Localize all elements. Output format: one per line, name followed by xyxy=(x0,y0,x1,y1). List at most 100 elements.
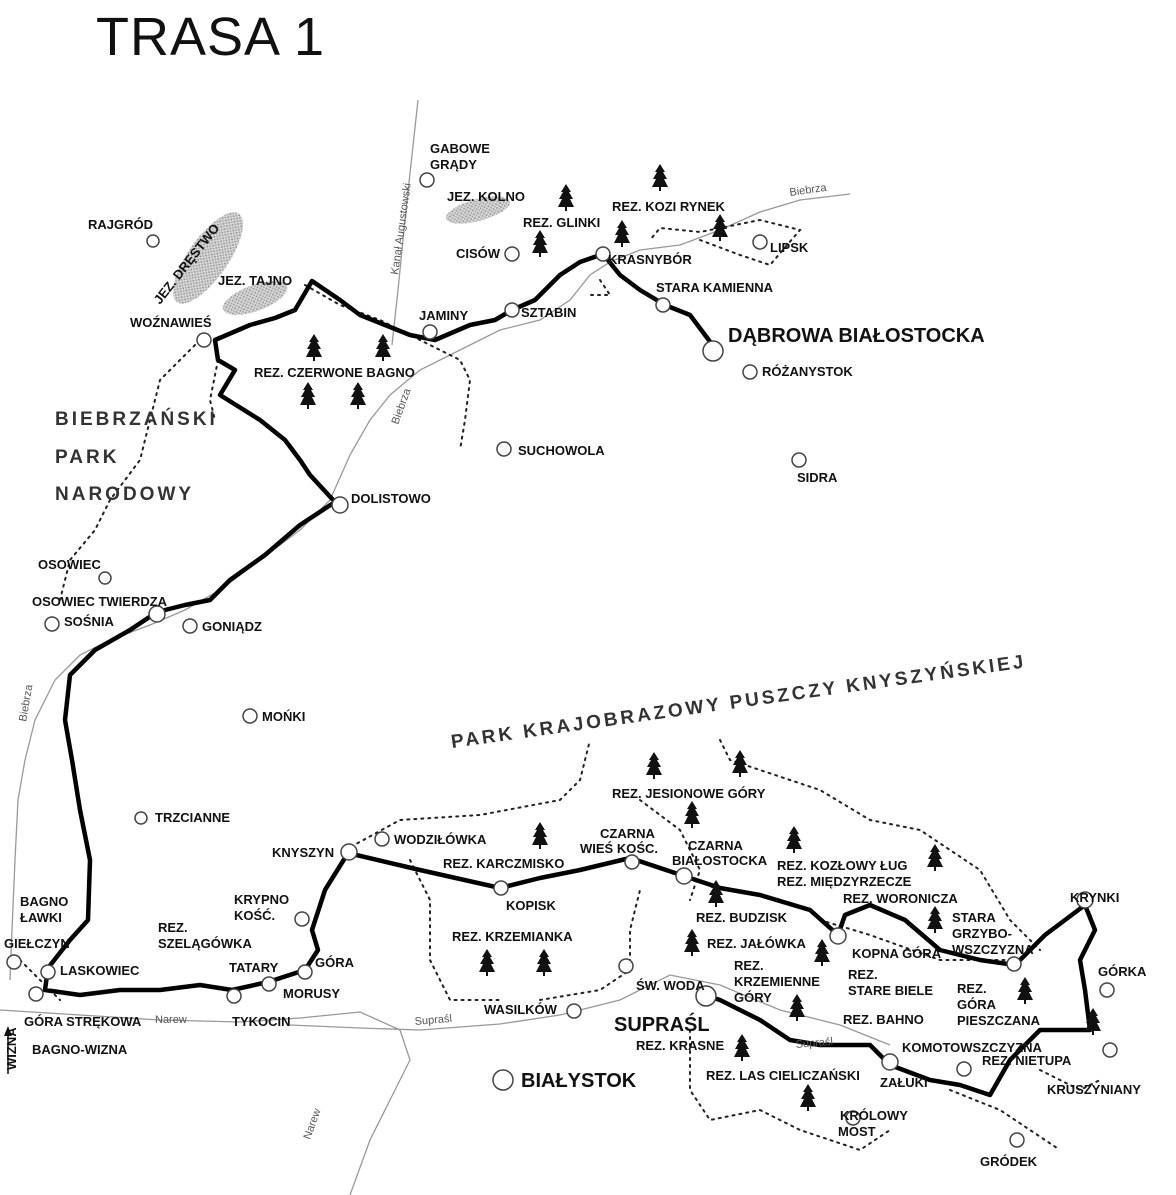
town-marker xyxy=(881,1053,899,1071)
label-bagno-lawki-2: ŁAWKI xyxy=(20,910,62,925)
label-czarna-bial-1: CZARNA xyxy=(688,838,743,853)
tree-icon xyxy=(375,334,391,361)
town-marker xyxy=(655,297,671,313)
town-marker xyxy=(226,988,242,1004)
arrow-up-icon xyxy=(4,1026,12,1074)
tree-icon xyxy=(652,164,668,191)
town-marker xyxy=(504,246,520,262)
label-krolowy-2: MOST xyxy=(838,1124,876,1139)
label-monki: MOŃKI xyxy=(262,709,305,724)
label-biebrza-ne: Biebrza xyxy=(789,182,828,199)
label-rez-nietupa: REZ. NIETUPA xyxy=(982,1053,1072,1068)
town-marker xyxy=(1006,956,1022,972)
canal-augustowski xyxy=(391,99,419,346)
tree-icon xyxy=(614,220,630,247)
label-krypno-1: KRYPNO xyxy=(234,892,289,907)
town-marker xyxy=(1076,891,1094,909)
map-title: TRASA 1 xyxy=(96,7,326,67)
label-rez-budzisk: REZ. BUDZISK xyxy=(696,910,788,925)
place-labels: GABOWE GRĄDY RAJGRÓD REZ. GLINKI REZ. KO… xyxy=(4,141,1147,1169)
town-marker xyxy=(1099,982,1115,998)
label-czarna-bial-2: BIAŁOSTOCKA xyxy=(672,853,768,868)
label-lake-kolno: JEZ. KOLNO xyxy=(447,189,525,204)
tree-icon xyxy=(732,750,748,777)
label-sztabin: SZTABIN xyxy=(521,305,576,320)
label-cisow: CISÓW xyxy=(456,246,501,261)
label-sw-woda: ŚW. WODA xyxy=(636,978,705,993)
label-lipsk: LIPSK xyxy=(770,240,809,255)
label-jaminy: JAMINY xyxy=(419,308,468,323)
park-borders xyxy=(19,218,1101,1152)
tree-icon xyxy=(300,382,316,409)
label-stara-grzyb-2: GRZYBO- xyxy=(952,926,1012,941)
town-marker xyxy=(134,811,148,825)
town-marker xyxy=(40,964,56,980)
label-knyszyn: KNYSZYN xyxy=(272,845,334,860)
town-marker xyxy=(595,246,611,262)
town-marker xyxy=(6,954,22,970)
label-wasilkow: WASILKÓW xyxy=(484,1002,558,1017)
label-trzcianne: TRZCIANNE xyxy=(155,810,230,825)
town-marker xyxy=(242,708,258,724)
label-stara-kamienna: STARA KAMIENNA xyxy=(656,280,774,295)
town-marker xyxy=(492,1069,514,1091)
label-gora: GÓRA xyxy=(315,955,355,970)
label-gabowe-1: GABOWE xyxy=(430,141,490,156)
label-rez-woronicza: REZ. WORONICZA xyxy=(843,891,958,906)
town-marker xyxy=(374,831,390,847)
lake-kolno xyxy=(445,196,511,224)
town-marker xyxy=(1009,1132,1025,1148)
tree-icon xyxy=(927,906,943,933)
label-woznawies: WOŹNAWIEŚ xyxy=(130,315,212,330)
park-label-knyszyn: PARK KRAJOBRAZOWY PUSZCZY KNYSZYŃSKIEJ xyxy=(450,650,1028,753)
town-marker xyxy=(702,340,724,362)
label-kanal: Kanał Augustowski xyxy=(389,182,414,275)
town-marker xyxy=(340,843,358,861)
label-rez-krzem-3: GÓRY xyxy=(734,990,772,1005)
label-rez-las: REZ. LAS CIELICZAŃSKI xyxy=(706,1068,860,1083)
tree-icon xyxy=(789,994,805,1021)
town-marker xyxy=(148,605,166,623)
town-marker xyxy=(829,927,847,945)
label-rez-krzem-1: REZ. xyxy=(734,958,764,973)
lake-tajno xyxy=(222,281,288,315)
park-label-biebrza-2: PARK xyxy=(55,447,119,468)
label-bialystok: BIAŁYSTOK xyxy=(521,1070,637,1092)
town-marker xyxy=(493,880,509,896)
label-rez-stare-2: STARE BIELE xyxy=(848,983,933,998)
label-bagno-wizna: BAGNO-WIZNA xyxy=(32,1042,128,1057)
town-marker xyxy=(1102,1042,1118,1058)
label-tatary: TATARY xyxy=(229,960,279,975)
town-marker xyxy=(496,441,512,457)
town-marker xyxy=(196,332,212,348)
town-marker xyxy=(261,976,277,992)
label-suprasl: SUPRAŚL xyxy=(614,1012,710,1036)
label-komotowszczyzna: KOMOTOWSZCZYZNA xyxy=(902,1040,1042,1055)
label-rez-bahno: REZ. BAHNO xyxy=(843,1012,924,1027)
tree-icon xyxy=(684,801,700,828)
tree-icon xyxy=(927,844,943,871)
label-rez-krzem-2: KRZEMIENNE xyxy=(734,974,820,989)
label-narew-w: Narew xyxy=(155,1014,187,1026)
town-marker xyxy=(182,618,198,634)
label-narew-s: Narew xyxy=(302,1107,324,1141)
label-rez-karczmisko: REZ. KARCZMISKO xyxy=(443,856,564,871)
label-rez-glinki: REZ. GLINKI xyxy=(523,215,600,230)
label-gora-strekowa: GÓRA STRĘKOWA xyxy=(24,1014,142,1029)
town-marker xyxy=(419,172,435,188)
label-gabowe-2: GRĄDY xyxy=(430,157,477,172)
town-marker xyxy=(956,1061,972,1077)
route-line xyxy=(42,251,1098,1098)
label-gielczyn: GIEŁCZYN xyxy=(4,936,70,951)
label-rez-jalowka: REZ. JAŁÓWKA xyxy=(707,936,807,951)
river-biebrza xyxy=(9,193,851,981)
tree-icon xyxy=(646,752,662,779)
label-osowiec-tw: OSOWIEC TWIERDZA xyxy=(32,594,168,609)
town-marker xyxy=(675,867,693,885)
town-marker xyxy=(618,958,634,974)
town-marker xyxy=(791,452,807,468)
label-kopisk: KOPISK xyxy=(506,898,556,913)
label-rez-jesionowe: REZ. JESIONOWE GÓRY xyxy=(612,786,766,801)
label-krolowy-1: KRÓLOWY xyxy=(840,1108,908,1123)
